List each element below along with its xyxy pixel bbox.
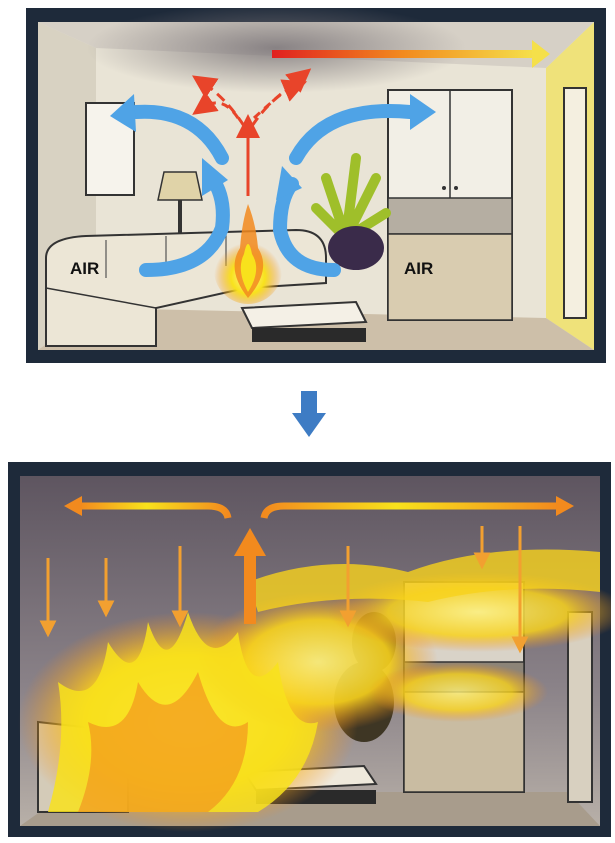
air-label-left: AIR <box>70 259 99 278</box>
air-label-right: AIR <box>404 259 433 278</box>
door <box>564 88 586 318</box>
fire-growth-stage-2-panel <box>8 462 611 837</box>
coffee-table <box>242 302 366 342</box>
room-flashover-illustration <box>8 462 611 837</box>
down-arrow-icon <box>292 391 326 437</box>
fire-growth-stage-1-panel: AIR AIR <box>26 8 606 363</box>
room-early-fire-illustration: AIR AIR <box>26 8 606 363</box>
